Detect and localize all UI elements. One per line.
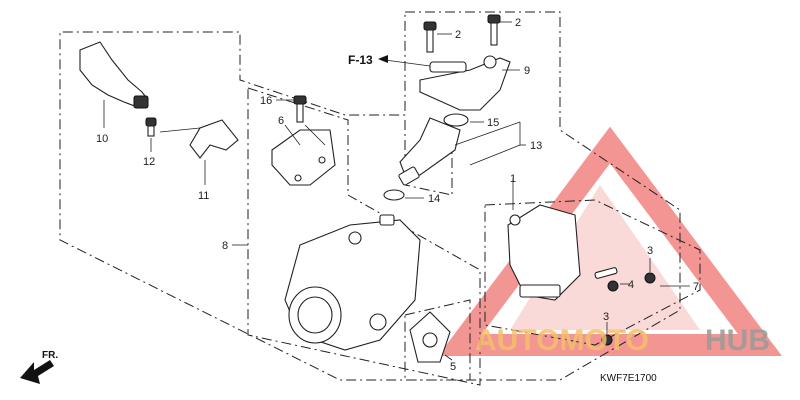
label-3a: 3 [647,245,653,257]
front-direction-arrow: FR. [20,350,58,384]
label-4: 4 [628,279,634,291]
bolt-16 [276,95,307,123]
drawing-code: KWF7E1700 [600,373,657,384]
watermark-logo [438,126,782,356]
o-ring-15 [443,113,484,127]
label-13: 13 [530,140,542,152]
bracket-6 [271,124,336,186]
watermark-text-a: AUTOMOTO [475,324,649,357]
label-14: 14 [428,193,440,205]
label-1: 1 [510,173,516,185]
reference-arrow [378,55,431,67]
assembly-boundaries [59,11,701,386]
front-label: FR. [42,350,58,361]
watermark-text: AUTOMOTO HUB [475,324,770,357]
label-5: 5 [450,361,456,373]
label-15: 15 [487,117,499,129]
gasket-5 [409,311,453,363]
clamp-11 [159,119,239,185]
throttle-body-8 [232,214,421,351]
injector-13 [398,117,526,186]
label-11: 11 [198,190,209,202]
label-3b: 3 [603,311,609,323]
watermark-text-b: HUB [705,324,770,357]
label-2a: 2 [455,29,461,41]
label-12: 12 [143,156,155,168]
sensor-10 [79,41,149,128]
part-number-labels: 1 2 2 3 3 4 5 6 7 8 9 10 11 12 13 14 15 … [96,17,699,373]
screw-set-7 [594,258,690,346]
label-9: 9 [524,65,530,77]
label-7: 7 [693,281,699,293]
bolt-2-right [487,14,512,46]
label-2b: 2 [515,17,521,29]
sensor-bracket-9 [419,55,520,111]
o-ring-14 [383,189,424,201]
label-16: 16 [260,95,272,107]
bolt-2-left [423,21,452,53]
label-8: 8 [222,240,228,252]
label-6: 6 [278,115,284,127]
label-10: 10 [96,133,108,145]
throttle-position-sensor-1 [507,178,581,301]
screw-12 [145,117,157,152]
reference-label: F-13 [348,53,373,67]
